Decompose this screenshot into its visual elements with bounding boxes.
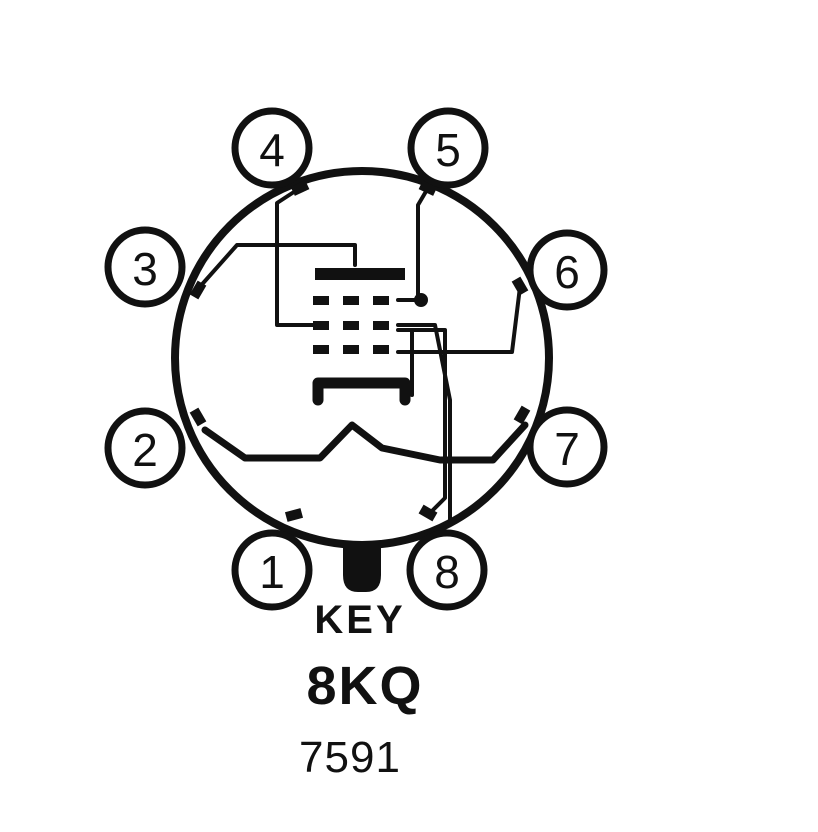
cathode-electrode	[312, 377, 411, 406]
pin-7: 7	[526, 406, 608, 488]
heater-element	[201, 421, 529, 464]
pin-3-label: 3	[132, 243, 158, 295]
pin-8-label: 8	[434, 546, 460, 598]
pin-6: 6	[526, 229, 608, 311]
plate-electrode	[315, 268, 405, 280]
pin-4-label: 4	[259, 124, 285, 176]
pin-7-label: 7	[554, 423, 580, 475]
pin-wiring	[195, 186, 522, 522]
pin-1: 1	[231, 529, 313, 611]
pin-2-label: 2	[132, 424, 158, 476]
tube-type-label: 7591	[299, 733, 401, 782]
electrode-structure	[201, 268, 529, 464]
pin-5: 5	[407, 107, 489, 189]
pin-8: 8	[406, 529, 488, 611]
pin-5-label: 5	[435, 124, 461, 176]
pin-2: 2	[104, 407, 186, 489]
key-notch-icon	[343, 545, 381, 592]
base-code-label: 8KQ	[306, 656, 424, 716]
pin-3: 3	[104, 226, 186, 308]
key-label: KEY	[314, 598, 406, 642]
pin-4: 4	[231, 107, 313, 189]
pin-stubs	[189, 180, 531, 522]
pin-6-label: 6	[554, 246, 580, 298]
tube-envelope	[171, 167, 553, 549]
grid-electrodes	[313, 296, 389, 354]
pin-1-label: 1	[259, 546, 285, 598]
